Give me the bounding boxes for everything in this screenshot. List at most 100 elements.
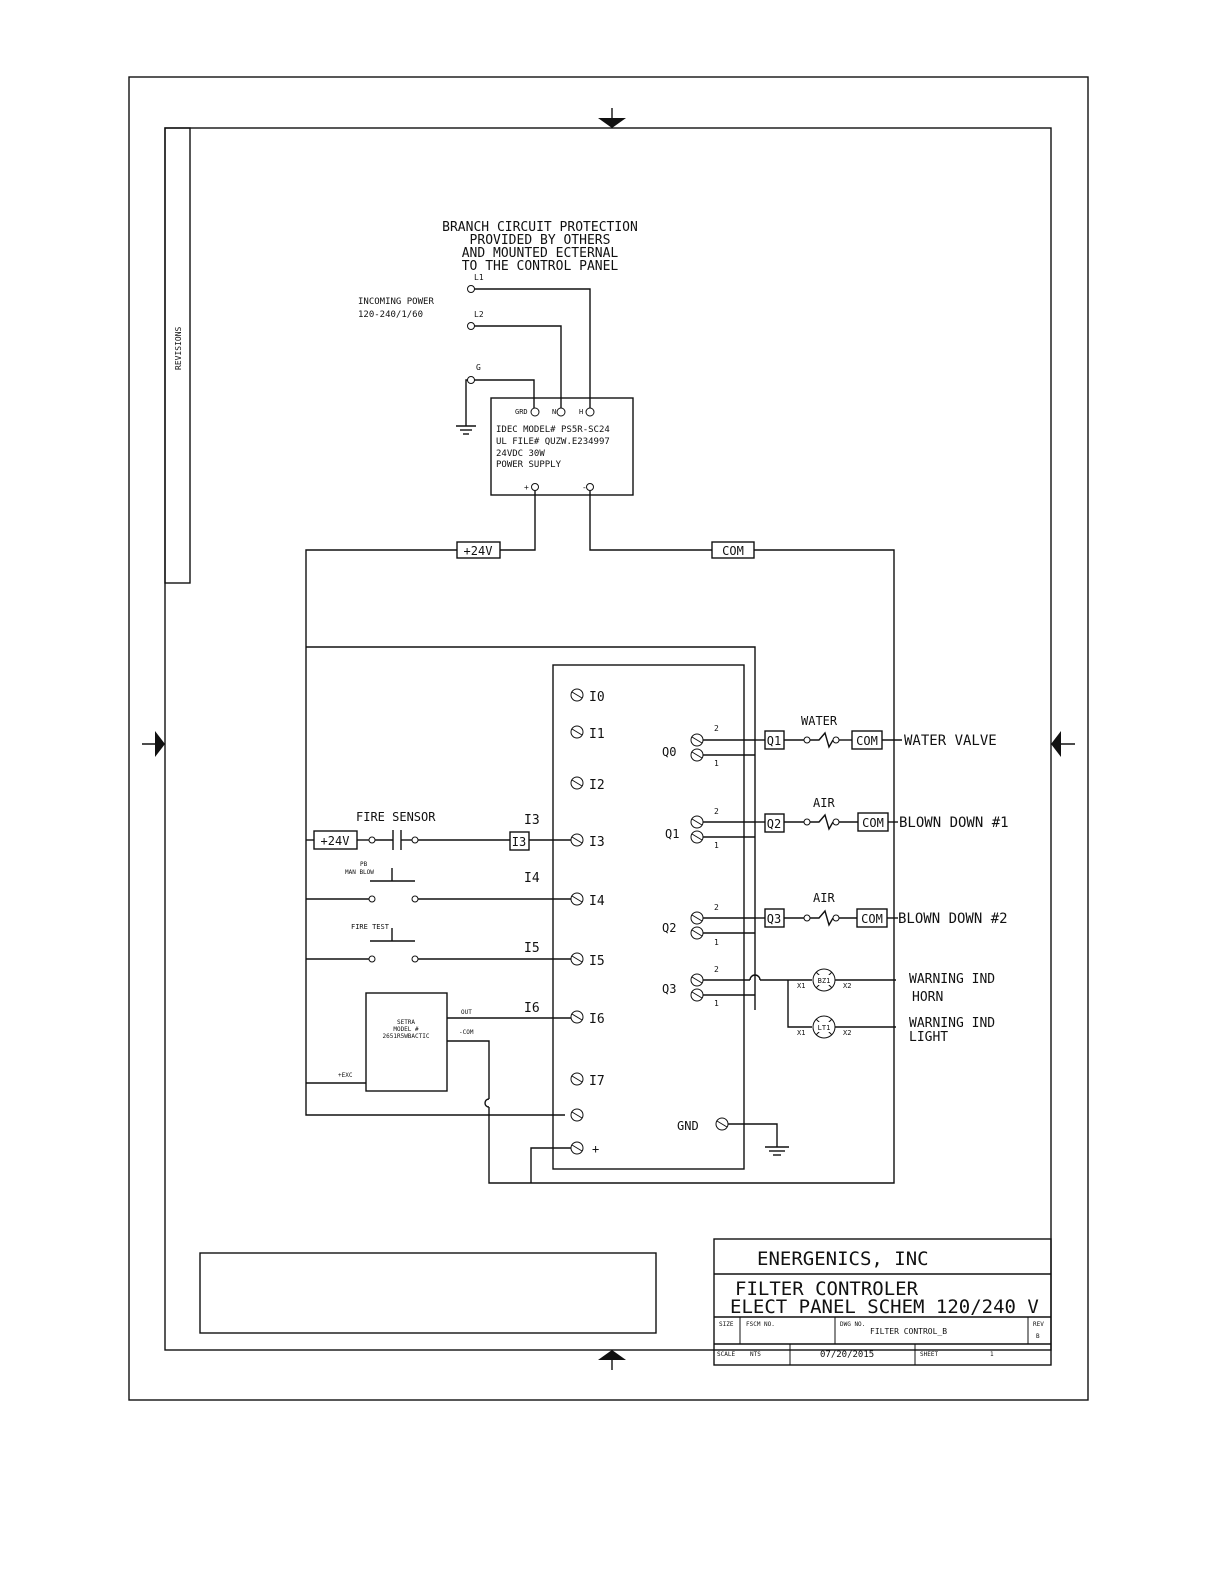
svg-text:AIR: AIR (813, 796, 835, 810)
svg-text:X1: X1 (797, 1029, 805, 1037)
svg-text:I3: I3 (524, 813, 540, 828)
svg-text:NTS: NTS (750, 1351, 761, 1358)
plc-outputs: Q0 2 1 Q1 2 1 Q2 2 1 Q3 2 1 (662, 724, 789, 1156)
svg-text:+24V: +24V (321, 834, 350, 848)
svg-text:Q1: Q1 (665, 827, 679, 841)
fire-sensor-circuit: FIRE SENSOR +24V I3 I3 (306, 810, 571, 851)
svg-text:HORN: HORN (912, 990, 943, 1005)
svg-text:COM: COM (722, 544, 744, 558)
svg-text:WATER VALVE: WATER VALVE (904, 733, 997, 749)
svg-text:SCALE: SCALE (717, 1351, 735, 1358)
notes-box (199, 1252, 657, 1334)
svg-text:MODEL #: MODEL # (393, 1026, 419, 1033)
outer-frame (128, 76, 1089, 1401)
svg-text:POWER SUPPLY: POWER SUPPLY (496, 460, 562, 470)
svg-text:+EXC: +EXC (338, 1072, 353, 1079)
blow-down-2-output: Q3 AIR COM BLOWN DOWN #2 (755, 891, 1008, 928)
svg-text:1: 1 (714, 759, 719, 768)
svg-text:COM: COM (861, 912, 883, 926)
svg-text:COM: COM (862, 816, 884, 830)
power-supply: GRD N H IDEC MODEL# PS5R-SC24 UL FILE# Q… (490, 397, 634, 496)
revisions-strip (164, 127, 191, 584)
dc-bus: +24V COM (305, 491, 895, 1184)
svg-text:LIGHT: LIGHT (909, 1030, 948, 1045)
revisions-label: REVISIONS (174, 326, 183, 370)
svg-text:I3: I3 (512, 835, 526, 849)
svg-text:BLOWN DOWN #1: BLOWN DOWN #1 (899, 815, 1009, 831)
svg-text:+24V: +24V (464, 544, 493, 558)
svg-text:FIRE TEST: FIRE TEST (351, 923, 390, 931)
svg-text:I0: I0 (589, 690, 605, 705)
svg-text:I6: I6 (524, 1001, 540, 1016)
svg-text:Q3: Q3 (767, 912, 781, 926)
blow-down-1-output: Q2 AIR COM BLOWN DOWN #1 (755, 796, 1009, 833)
svg-text:SIZE: SIZE (719, 1321, 734, 1328)
svg-text:SHEET: SHEET (920, 1351, 938, 1358)
svg-text:L2: L2 (474, 310, 484, 319)
svg-text:SETRA: SETRA (397, 1019, 415, 1026)
svg-text:GRD: GRD (515, 408, 528, 416)
svg-text:1: 1 (714, 938, 719, 947)
svg-text:+: + (524, 483, 529, 492)
svg-text:ELECT PANEL SCHEM 120/240 V: ELECT PANEL SCHEM 120/240 V (730, 1296, 1039, 1318)
svg-text:Q0: Q0 (662, 745, 676, 759)
svg-text:LT1: LT1 (818, 1024, 831, 1032)
svg-text:FIRE SENSOR: FIRE SENSOR (356, 810, 436, 824)
svg-text:+: + (592, 1142, 599, 1156)
svg-text:1: 1 (714, 999, 719, 1008)
svg-text:X1: X1 (797, 982, 805, 990)
svg-text:I3: I3 (589, 835, 605, 850)
svg-text:Q2: Q2 (767, 817, 781, 831)
svg-text:Q3: Q3 (662, 982, 676, 996)
warning-indicators: BZ1 X1 X2 LT1 X1 X2 WARNING IND HORN WAR… (787, 968, 995, 1045)
svg-text:-: - (582, 483, 587, 492)
svg-text:DWG NO.: DWG NO. (840, 1321, 865, 1328)
svg-text:07/20/2015: 07/20/2015 (820, 1350, 874, 1360)
svg-text:BZ1: BZ1 (818, 977, 831, 985)
manual-blow-pushbutton: PB MAN BLOW I4 (306, 861, 571, 903)
svg-text:Q2: Q2 (662, 921, 676, 935)
svg-text:FSCM NO.: FSCM NO. (746, 1321, 775, 1328)
svg-text:B: B (1036, 1333, 1040, 1340)
svg-text:Q1: Q1 (767, 734, 781, 748)
svg-text:FILTER CONTROLER: FILTER CONTROLER (735, 1278, 919, 1300)
title-block: ENERGENICS, INC FILTER CONTROLER ELECT P… (713, 1238, 1052, 1366)
svg-text:I7: I7 (589, 1074, 605, 1089)
svg-text:AIR: AIR (813, 891, 835, 905)
setra-transducer: SETRA MODEL # 2651R5WBACTIC OUT -COM +EX… (306, 992, 571, 1092)
centering-arrows (142, 108, 1075, 1370)
svg-text:PB: PB (360, 861, 368, 868)
svg-text:I5: I5 (589, 954, 605, 969)
svg-text:PROVIDED BY OTHERS: PROVIDED BY OTHERS (470, 233, 611, 248)
plc-inputs: I0 I1 I2 I3 I4 I5 I6 I7 + (530, 688, 605, 1183)
fire-test-pushbutton: FIRE TEST I5 (306, 923, 571, 963)
plc-module: I0 I1 I2 I3 I4 I5 I6 I7 + Q0 2 1 (530, 664, 789, 1183)
branch-note: BRANCH CIRCUIT PROTECTION PROVIDED BY OT… (442, 220, 638, 274)
svg-text:I5: I5 (524, 941, 540, 956)
svg-text:24VDC 30W: 24VDC 30W (496, 449, 545, 459)
svg-text:N: N (552, 408, 556, 416)
svg-text:I6: I6 (589, 1012, 605, 1027)
svg-text:TO THE CONTROL PANEL: TO THE CONTROL PANEL (462, 259, 619, 274)
svg-text:2: 2 (714, 807, 719, 816)
svg-text:WARNING IND: WARNING IND (909, 972, 995, 987)
incoming-power-rating: 120-240/1/60 (358, 310, 423, 320)
svg-text:X2: X2 (843, 982, 851, 990)
svg-text:WARNING IND: WARNING IND (909, 1016, 995, 1031)
svg-text:L1: L1 (474, 273, 484, 282)
svg-text:WATER: WATER (801, 714, 838, 728)
svg-text:H: H (579, 408, 583, 416)
svg-text:GND: GND (677, 1119, 699, 1133)
svg-text:-COM: -COM (459, 1029, 474, 1036)
svg-text:I2: I2 (589, 778, 605, 793)
svg-text:BLOWN DOWN #2: BLOWN DOWN #2 (898, 911, 1008, 927)
svg-text:BRANCH CIRCUIT PROTECTION: BRANCH CIRCUIT PROTECTION (442, 220, 638, 235)
svg-text:MAN BLOW: MAN BLOW (345, 869, 374, 876)
svg-text:1: 1 (714, 841, 719, 850)
svg-text:IDEC MODEL# PS5R-SC24: IDEC MODEL# PS5R-SC24 (496, 425, 610, 435)
inner-frame (164, 127, 1052, 1351)
svg-text:UL FILE# QUZW.E234997: UL FILE# QUZW.E234997 (496, 437, 610, 447)
svg-text:OUT: OUT (461, 1009, 472, 1016)
svg-text:ENERGENICS, INC: ENERGENICS, INC (757, 1248, 929, 1270)
